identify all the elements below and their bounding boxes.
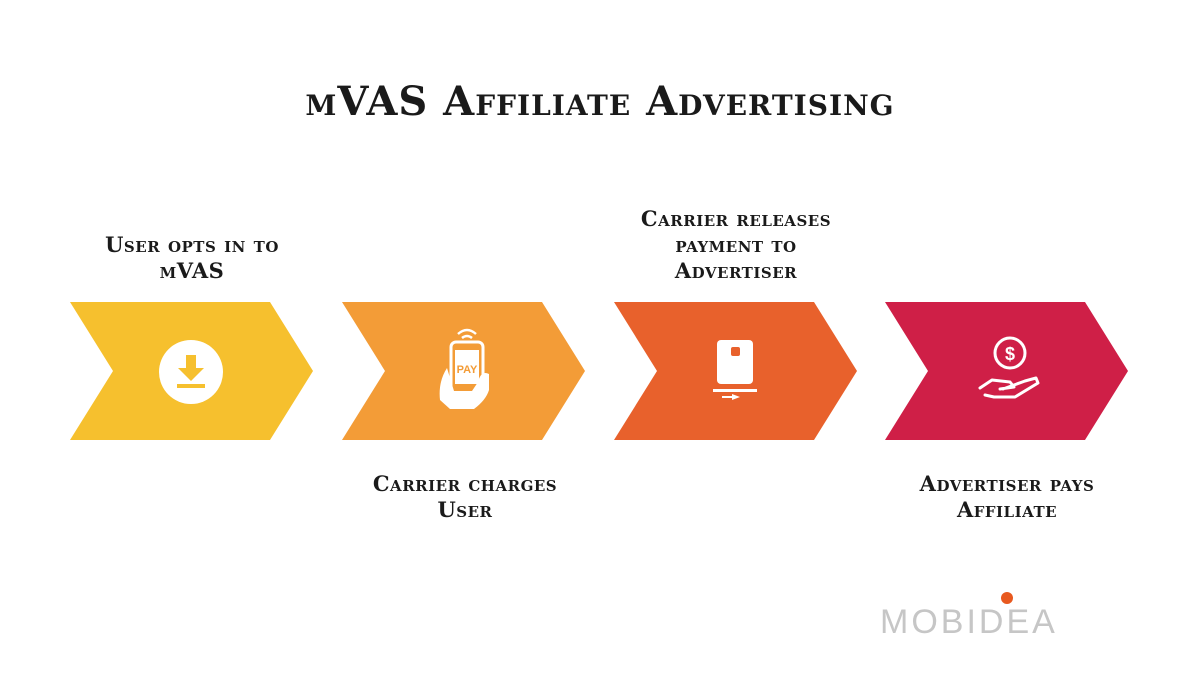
step-4-arrow: $ (885, 302, 1128, 440)
logo-dot (1001, 592, 1013, 604)
step-4-caption: Advertiser pays Affiliate (919, 471, 1095, 522)
step-3-caption: Carrier releases payment to Advertiser (640, 206, 832, 283)
mobidea-logo: MOBIDEA (880, 592, 1130, 644)
step-1-caption: User opts in to mVAS (105, 232, 279, 283)
card-terminal-icon (713, 340, 757, 400)
logo-text: MOBIDEA (880, 603, 1058, 641)
step-1-arrow (70, 302, 313, 440)
dollar-text: $ (1005, 344, 1015, 364)
page-title: mVAS Affiliate Advertising (305, 78, 895, 125)
phone-pay-icon: PAY (439, 328, 489, 409)
hand-dollar-icon: $ (978, 336, 1040, 399)
step-3-arrow (614, 302, 857, 440)
download-icon (159, 340, 223, 404)
step-2-caption: Carrier charges User (372, 471, 558, 522)
step-2-arrow: PAY (342, 302, 585, 440)
pay-text: PAY (457, 364, 478, 376)
